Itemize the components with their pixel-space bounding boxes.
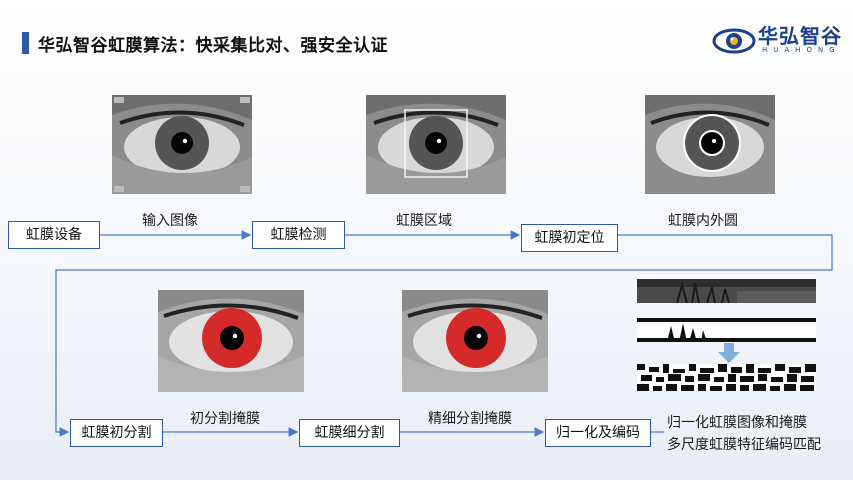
fine-mask-image [402,290,548,392]
title-accent-bar [22,32,29,54]
normalized-mask-texture [637,318,816,342]
step-label: 虹膜细分割 [314,425,385,441]
iris-region-image [366,95,506,194]
step-iris-fine-segmentation: 虹膜细分割 [299,419,400,447]
step-label: 虹膜初分割 [81,425,152,441]
step-iris-detection: 虹膜检测 [252,221,345,249]
iris-code-texture [637,364,816,391]
caption-result-line1: 归一化虹膜图像和掩膜 [667,415,807,431]
step-iris-initial-segmentation: 虹膜初分割 [70,419,163,447]
step-iris-device: 虹膜设备 [8,221,100,249]
page-title: 华弘智谷虹膜算法：快采集比对、强安全认证 [38,36,388,56]
normalized-iris-texture [637,279,816,303]
caption-result-line2: 多尺度虹膜特征编码匹配 [667,437,821,453]
step-iris-initial-localization: 虹膜初定位 [521,224,618,252]
logo-name-cn: 华弘智谷 [758,24,842,48]
step-normalization-encoding: 归一化及编码 [545,419,651,447]
caption-iris-region: 虹膜区域 [396,213,452,229]
logo-name-en: HUAHONG [762,46,841,54]
step-label: 归一化及编码 [556,425,640,441]
company-logo: 华弘智谷 HUAHONG [712,20,842,60]
caption-iris-circles: 虹膜内外圆 [668,213,738,229]
caption-input-image: 输入图像 [142,213,198,229]
step-label: 虹膜设备 [26,227,82,243]
input-eye-image [112,95,252,194]
caption-initial-mask: 初分割掩膜 [190,411,260,427]
step-label: 虹膜检测 [270,227,327,243]
caption-fine-mask: 精细分割掩膜 [428,411,512,427]
initial-mask-image [158,290,304,392]
eye-logo-icon [712,28,756,54]
step-label: 虹膜初定位 [534,230,605,246]
iris-circles-image [645,95,775,194]
down-arrow-icon [718,343,740,363]
